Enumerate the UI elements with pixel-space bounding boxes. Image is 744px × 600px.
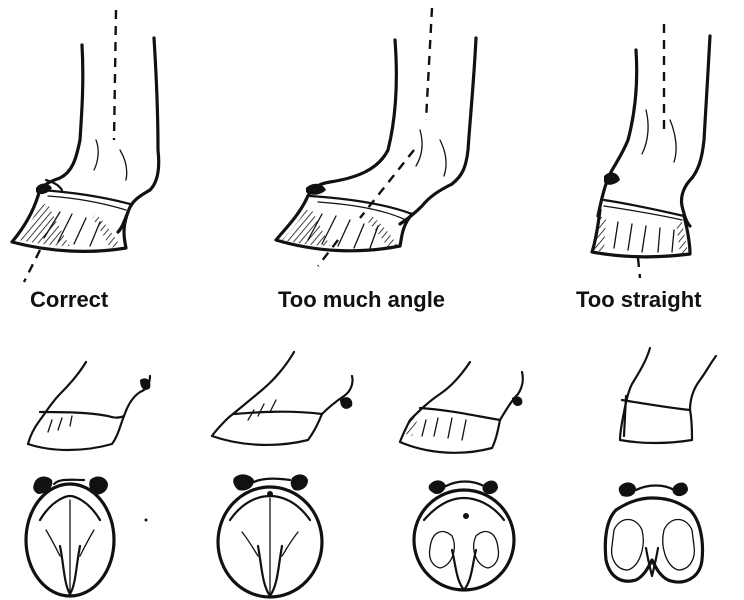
hoof-profile-too-much-angle-2	[400, 362, 523, 453]
label-too-much-angle: Too much angle	[278, 287, 445, 312]
hoof-sole-too-straight	[605, 482, 702, 582]
speck-mark	[145, 519, 148, 522]
hoof-profile-correct	[28, 362, 150, 450]
hoof-profile-too-much-angle-1	[212, 352, 353, 445]
leg-too-straight-illustration	[592, 24, 710, 278]
hoof-sole-too-much-angle-2	[414, 480, 514, 590]
hoof-sole-too-much-angle-1	[218, 474, 322, 597]
label-correct: Correct	[30, 287, 109, 312]
leg-too-much-angle-illustration	[276, 8, 476, 266]
hoof-sole-correct	[26, 477, 114, 596]
leg-correct-illustration	[12, 10, 159, 282]
label-too-straight: Too straight	[576, 287, 702, 312]
hoof-profile-too-straight	[620, 348, 716, 443]
